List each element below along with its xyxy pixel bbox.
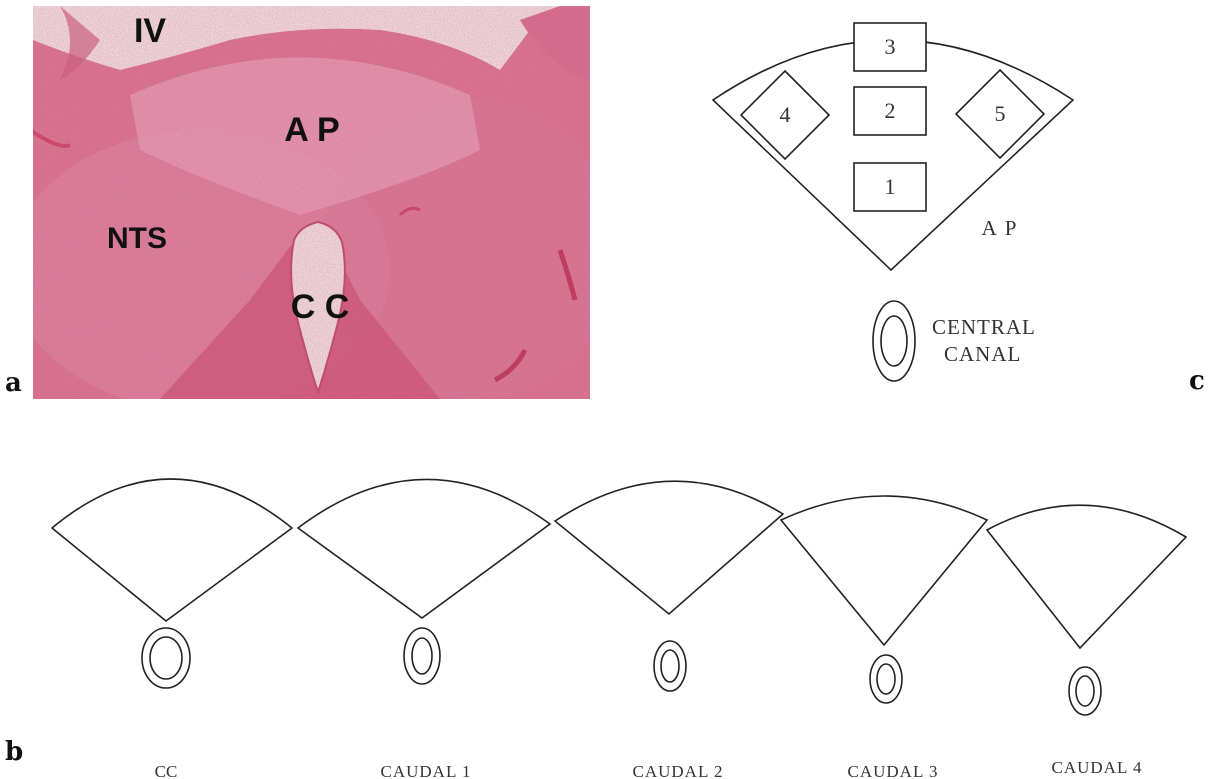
label-iv: IV [134, 12, 166, 50]
box-label-5: 5 [995, 101, 1006, 126]
box-label-1: 1 [885, 174, 896, 199]
central-canal-inner [150, 637, 182, 679]
area-postrema-outline [781, 496, 987, 645]
central-canal-inner [881, 316, 907, 366]
level-label: CC [155, 762, 178, 779]
area-postrema-outline [52, 479, 292, 621]
box-label-4: 4 [780, 102, 791, 127]
area-postrema-outline [987, 505, 1186, 648]
central-canal-inner [1076, 676, 1094, 706]
central-canal-outer [873, 301, 915, 381]
panel-label-c: c [1189, 366, 1205, 396]
area-postrema-outline [555, 481, 783, 614]
label-nts: NTS [107, 222, 167, 255]
level-caudal-2: CAUDAL 2 [555, 481, 783, 779]
level-caudal-4: CAUDAL 4 [987, 505, 1186, 777]
sampling-schematic: 3 2 1 4 5 A P CENTRAL CANAL [713, 23, 1073, 381]
histology-photo: IV A P NTS C C [10, 6, 620, 410]
level-caudal-1: CAUDAL 1 [298, 479, 550, 779]
label-ap: A P [284, 111, 339, 149]
level-cc: CC [52, 479, 292, 779]
label-cc: C C [291, 288, 350, 326]
central-canal-label-line1: CENTRAL [932, 315, 1036, 339]
area-postrema-outline [298, 479, 550, 618]
central-canal-outer [870, 655, 902, 703]
level-label: CAUDAL 3 [848, 762, 939, 779]
box-label-3: 3 [885, 34, 896, 59]
panel-label-b: b [5, 737, 23, 767]
texture-overlay [33, 6, 590, 399]
level-label: CAUDAL 4 [1052, 758, 1143, 777]
central-canal-label-line2: CANAL [944, 342, 1021, 366]
level-label: CAUDAL 1 [381, 762, 472, 779]
level-label: CAUDAL 2 [633, 762, 724, 779]
central-canal-outer [654, 641, 686, 691]
central-canal-inner [877, 664, 895, 694]
central-canal-outer [1069, 667, 1101, 715]
level-caudal-3: CAUDAL 3 [781, 496, 987, 779]
panel-label-a: a [5, 368, 22, 398]
central-canal-inner [412, 638, 432, 674]
central-canal-outer [404, 628, 440, 684]
rostrocaudal-levels: CC CAUDAL 1 CAUDAL 2 CAUDAL 3 CAUDAL 4 [52, 479, 1186, 779]
ap-label: A P [982, 216, 1019, 240]
box-label-2: 2 [885, 98, 896, 123]
area-postrema-outline [713, 40, 1073, 270]
central-canal-inner [661, 650, 679, 682]
